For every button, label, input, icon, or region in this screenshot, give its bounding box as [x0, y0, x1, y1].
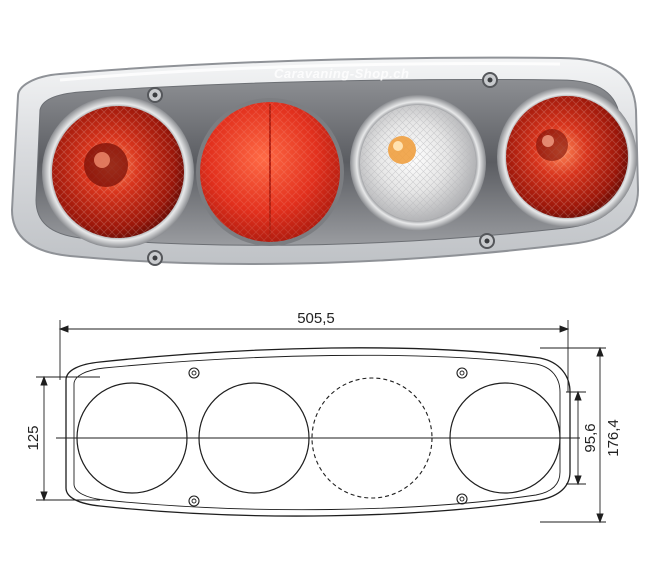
drawing-outline-inner [73, 354, 561, 511]
indicator-lamp [350, 95, 486, 231]
dimension-height-right [540, 346, 606, 524]
dimension-width [58, 320, 570, 392]
drawing-screws [188, 367, 468, 507]
tail-light-photo: Caravaning-Shop.ch [10, 56, 640, 266]
tail-stop-lamp [42, 96, 194, 248]
fog-lamp [497, 87, 637, 227]
housing-screws [147, 72, 498, 266]
dimension-width-label: 505,5 [297, 310, 335, 327]
reflector [196, 98, 344, 246]
dimension-height-left-label: 125 [25, 425, 42, 450]
watermark: Caravaning-Shop.ch [274, 66, 409, 81]
technical-drawing: 505,5 125 95,6 176,4 [25, 310, 622, 524]
dimension-height-inner-label: 95,6 [582, 423, 599, 452]
dimension-height-left [36, 375, 100, 502]
dimension-height-right-label: 176,4 [605, 419, 622, 457]
dimension-height-inner [566, 390, 586, 486]
drawing-outline-outer [65, 347, 571, 517]
